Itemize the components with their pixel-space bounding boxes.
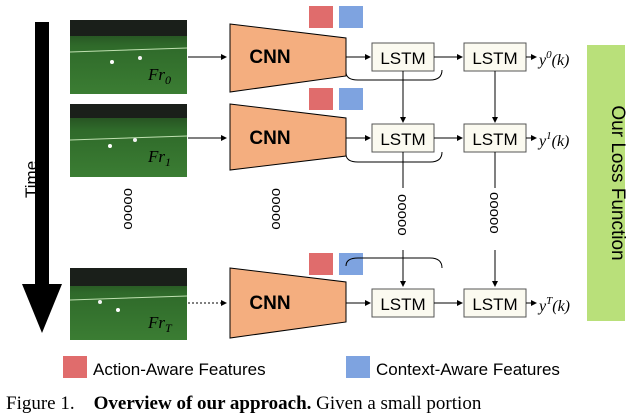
lstm-layer2-label-T: LSTM <box>472 295 517 314</box>
output-label-1: y1(k) <box>537 130 569 150</box>
lstm-layer1-T <box>371 288 435 318</box>
frame-thumbnail-T <box>69 268 188 340</box>
loss-function-label: Our Loss Function <box>607 105 628 260</box>
lstm2-ellipsis: ooooo <box>486 192 503 234</box>
recurrent-link-1 <box>345 151 443 163</box>
time-label: Time <box>22 161 41 198</box>
figure-caption: Figure 1. Overview of our approach. Give… <box>6 393 640 415</box>
caption-title: Overview of our approach. <box>93 393 312 414</box>
loss-function-box <box>587 45 625 321</box>
cnn-label-T: CNN <box>249 293 290 314</box>
lstm-layer2-label-1: LSTM <box>472 130 517 149</box>
lstm1-ellipsis: ooooo <box>394 194 411 236</box>
cnn-ellipsis: ooooo <box>268 188 285 230</box>
action-feature-square-T <box>309 253 333 275</box>
context-feature-square-0 <box>339 6 363 28</box>
legend-action-swatch <box>63 356 87 378</box>
frames-ellipsis: ooooo <box>120 188 137 230</box>
recurrent-link-0 <box>345 69 443 81</box>
cnn-block-T <box>229 267 347 339</box>
lstm-layer2-T <box>463 288 527 318</box>
legend-context-label: Context-Aware Features <box>376 360 560 379</box>
legend-action-label: Action-Aware Features <box>93 360 266 379</box>
time-arrow <box>22 22 62 333</box>
context-feature-square-1 <box>339 88 363 110</box>
lstm-layer1-label-1: LSTM <box>380 130 425 149</box>
action-feature-square-1 <box>309 88 333 110</box>
recurrent-link-T <box>345 257 443 269</box>
frame-label-T: FrT <box>147 313 173 335</box>
frame-thumbnail-1 <box>69 104 188 177</box>
context-feature-square-T <box>339 253 363 275</box>
legend-context-swatch <box>346 356 370 378</box>
lstm-layer2-0 <box>463 42 527 72</box>
lstm-layer1-1 <box>371 123 435 153</box>
cnn-label-1: CNN <box>249 128 290 149</box>
lstm-layer2-label-0: LSTM <box>472 49 517 68</box>
cnn-block-0 <box>229 23 347 93</box>
frame-thumbnail-0 <box>69 20 188 94</box>
frame-label-1: Fr1 <box>147 147 171 169</box>
lstm-layer1-label-T: LSTM <box>380 295 425 314</box>
lstm-layer1-label-0: LSTM <box>380 49 425 68</box>
output-label-T: yT(k) <box>537 295 570 315</box>
frame-label-0: Fr0 <box>147 65 171 87</box>
caption-text: Given a small portion <box>316 393 482 414</box>
cnn-label-0: CNN <box>249 47 290 68</box>
output-label-0: y0(k) <box>537 49 569 69</box>
action-feature-square-0 <box>309 6 333 28</box>
caption-figure-number: Figure 1. <box>6 393 75 414</box>
